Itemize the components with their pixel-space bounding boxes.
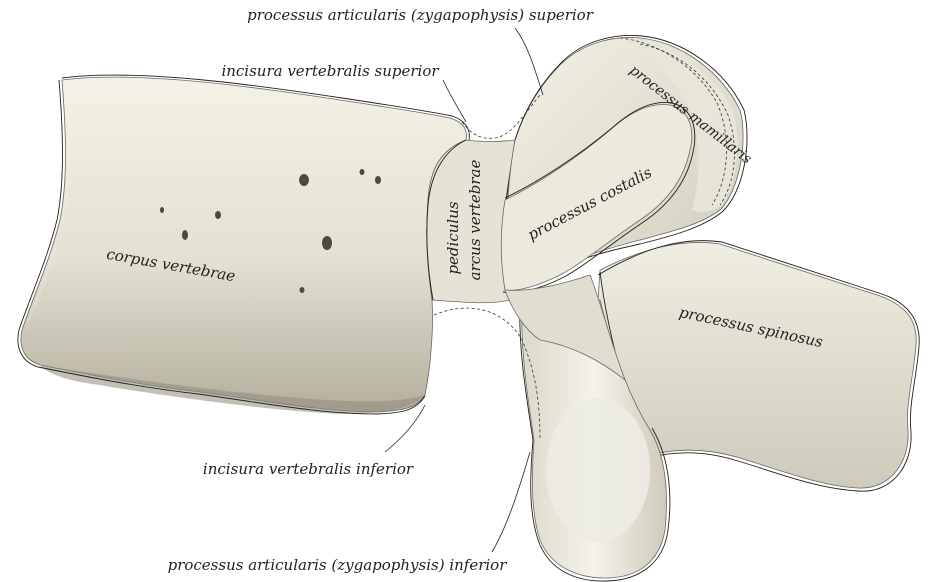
articular-facet-inferior: [546, 398, 650, 542]
label-pediculus-line1: pediculus: [444, 201, 462, 274]
leader-articularis-inferior: [492, 452, 530, 552]
label-processus-articularis-inferior: processus articularis (zygapophysis) inf…: [168, 556, 508, 574]
label-processus-articularis-superior: processus articularis (zygapophysis) sup…: [247, 6, 594, 24]
label-incisura-vertebralis-superior: incisura vertebralis superior: [221, 62, 439, 80]
label-pediculus-line2: arcus vertebrae: [466, 160, 484, 281]
label-incisura-vertebralis-inferior: incisura vertebralis inferior: [203, 460, 414, 478]
leader-articularis-superior: [515, 28, 543, 95]
leader-incisura-superior: [443, 80, 466, 122]
corpus-vertebrae-shape: [21, 77, 466, 412]
leader-incisura-inferior: [385, 405, 425, 452]
